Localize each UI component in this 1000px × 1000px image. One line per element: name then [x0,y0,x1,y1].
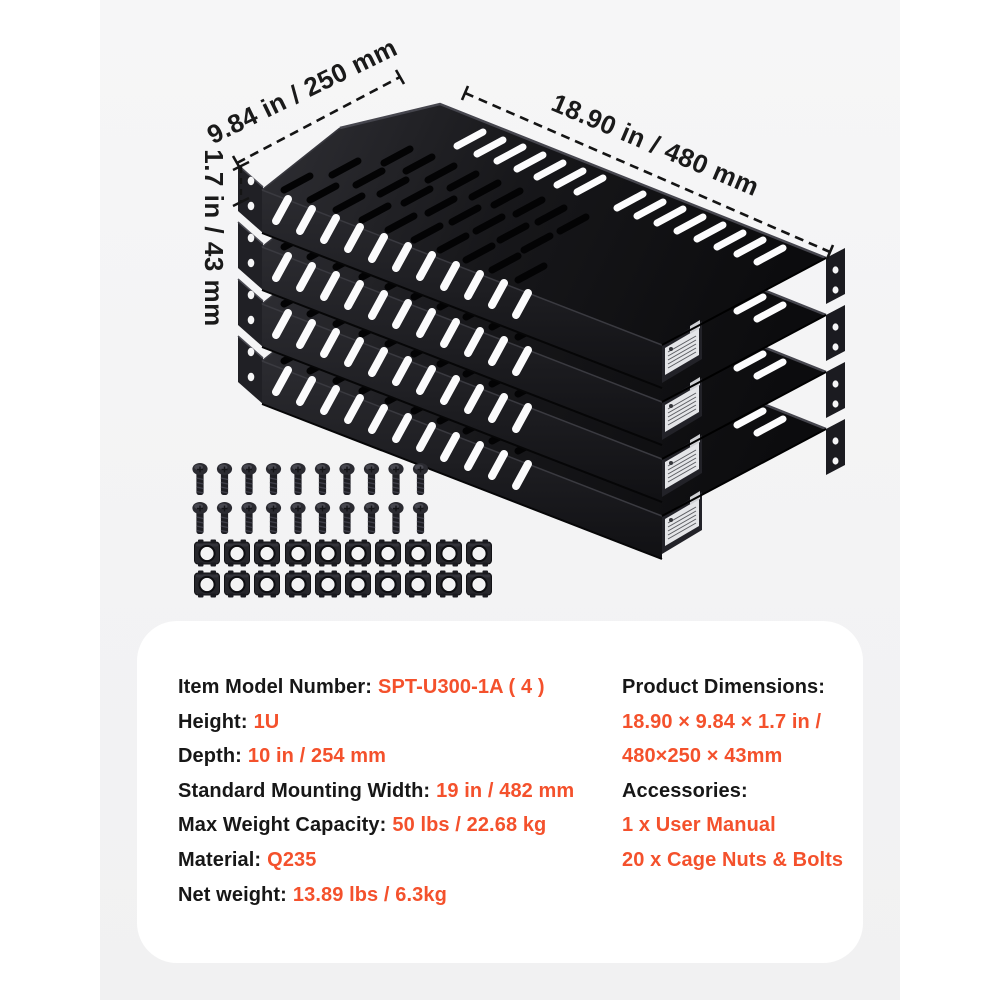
tick-icon [394,69,406,85]
spec-label: Material: [178,848,262,871]
specs-card: Item Model Number:SPT-U300-1A ( 4 ) Heig… [137,621,863,963]
screws-set [191,462,429,535]
cage-nut-icon [465,569,493,599]
cage-nut-icon [435,569,463,599]
cage-nut-icon [465,538,493,568]
cage-nut-icon [435,538,463,568]
screw-icon [412,501,429,535]
tick-icon [825,244,835,260]
tick-icon [460,85,470,101]
cage-nut-icon [404,569,432,599]
cage-nut-icon [253,569,281,599]
screw-icon [363,462,380,496]
tick-icon [232,196,250,208]
spec-value: 13.89 lbs / 6.3kg [292,883,447,906]
specs-right-column: Product Dimensions: 18.90 × 9.84 × 1.7 i… [622,670,843,878]
screw-icon [387,462,405,496]
spec-row-material: Material:Q235 [178,843,574,878]
screw-icon [412,462,429,496]
spec-label: Product Dimensions: [622,676,826,698]
screw-icon [387,501,405,535]
cage-nut-icon [404,538,432,568]
spec-row-height: Height:1U [178,705,574,740]
spec-row-mounting-width: Standard Mounting Width:19 in / 482 mm [178,774,574,809]
spec-row-dimensions-in: 18.90 × 9.84 × 1.7 in / [622,705,843,740]
cage-nut-icon [284,538,312,568]
spec-value: 480×250 × 43mm [622,745,783,768]
screw-icon [289,501,307,535]
screw-icon [265,501,282,535]
screw-icon [338,462,356,496]
screw-icon [191,501,209,535]
screw-icon [216,462,233,496]
spec-label: Max Weight Capacity: [178,814,387,837]
spec-row-cage-nuts: 20 x Cage Nuts & Bolts [622,843,843,878]
spec-label: Depth: [178,745,242,768]
product-illustration: 9.84 in / 250 mm 18.90 in / 480 mm 1.7 i… [191,32,1000,599]
spec-row-net-weight: Net weight:13.89 lbs / 6.3kg [178,878,574,913]
spec-value: 10 in / 254 mm [247,745,387,768]
cage-nut-icon [223,538,251,568]
cage-nut-icon [253,538,281,568]
spec-value: SPT-U300-1A ( 4 ) [378,676,545,698]
spec-row-depth: Depth:10 in / 254 mm [178,739,574,774]
cage-nut-icon [374,569,402,599]
cage-nut-icon [314,538,342,568]
screw-icon [314,462,331,496]
screw-icon [265,462,282,496]
screw-icon [338,501,356,535]
spec-value: 1U [253,710,280,733]
cage-nut-icon [193,538,221,568]
spec-row-max-weight: Max Weight Capacity:50 lbs / 22.68 kg [178,808,574,843]
spec-value: 1 x User Manual [622,814,776,837]
cage-nut-icon [284,569,312,599]
spec-label: Net weight: [178,883,287,906]
screw-icon [191,462,209,496]
spec-row-accessories-title: Accessories: [622,774,843,809]
dimension-height: 1.7 in / 43 mm [199,149,250,327]
spec-label: Accessories: [622,779,748,802]
cage-nut-icon [344,569,372,599]
cage-nut-icon [344,538,372,568]
spec-value: 19 in / 482 mm [436,779,575,802]
cage-nut-icon [223,569,251,599]
spec-value: 50 lbs / 22.68 kg [392,814,547,837]
spec-label: Item Model Number: [178,676,373,698]
spec-value: Q235 [267,848,317,871]
screw-icon [240,501,258,535]
dimension-height-label: 1.7 in / 43 mm [199,149,229,327]
spec-row-dimensions-title: Product Dimensions: [622,670,843,705]
tick-icon [232,160,250,172]
spec-label: Height: [178,710,248,733]
cage-nuts-set [193,538,493,599]
screw-icon [240,462,258,496]
spec-row-user-manual: 1 x User Manual [622,808,843,843]
screw-icon [216,501,233,535]
spec-label: Standard Mounting Width: [178,779,431,802]
screw-icon [289,462,307,496]
spec-row-model: Item Model Number:SPT-U300-1A ( 4 ) [178,670,574,705]
spec-value: 18.90 × 9.84 × 1.7 in / [622,710,822,733]
screw-icon [314,501,331,535]
spec-value: 20 x Cage Nuts & Bolts [622,848,844,871]
cage-nut-icon [193,569,221,599]
spec-row-dimensions-mm: 480×250 × 43mm [622,739,843,774]
specs-left-column: Item Model Number:SPT-U300-1A ( 4 ) Heig… [178,670,574,912]
cage-nut-icon [374,538,402,568]
cage-nut-icon [314,569,342,599]
screw-icon [363,501,380,535]
